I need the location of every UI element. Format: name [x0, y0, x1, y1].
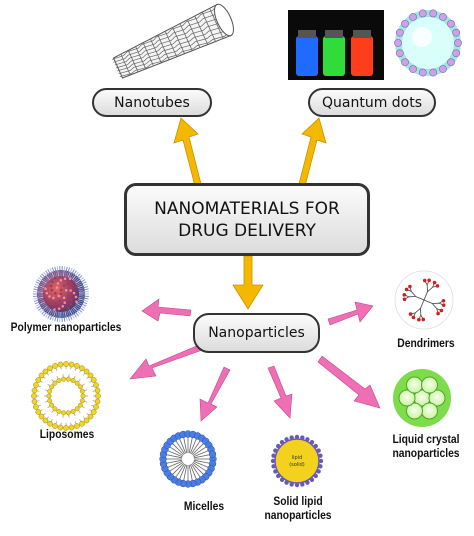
arrow-to-micelles [199, 366, 231, 422]
arrow-to-liquid-crystal [317, 355, 381, 409]
qd-vial-red [351, 36, 373, 76]
dendrimer-illustration [394, 270, 454, 330]
main-title-box: NANOMATERIALS FOR DRUG DELIVERY [124, 183, 370, 256]
arrow-to-polymer [141, 298, 192, 322]
arrow-to-nanoparticles [232, 255, 264, 310]
solid-lipid-core-sublabel: (solid) [289, 462, 305, 468]
liquid-crystal-label-line2: nanoparticles [392, 446, 460, 460]
solid-lipid-label: Solid lipid nanoparticles [255, 494, 341, 522]
solid-lipid-label-line2: nanoparticles [264, 508, 332, 522]
arrow-to-nanotubes [173, 117, 202, 187]
quantum-dots-box: Quantum dots [308, 88, 436, 117]
liposomes-label: Liposomes [39, 427, 95, 441]
polymer-nanoparticles-label: Polymer nanoparticles [10, 320, 122, 334]
solid-lipid-nanoparticle-illustration: lipid (solid) [270, 434, 324, 488]
quantum-dots-label: Quantum dots [321, 94, 423, 111]
arrow-to-solid-lipid [267, 365, 293, 419]
nanotube-illustration [111, 3, 234, 79]
solid-lipid-core-label: lipid [292, 455, 303, 461]
nanoparticles-box: Nanoparticles [193, 313, 320, 353]
micelles-label: Micelles [183, 499, 225, 513]
nanotubes-label: Nanotubes [114, 94, 190, 111]
qd-vial-blue [296, 36, 318, 76]
micelle-illustration [159, 430, 217, 488]
liquid-crystal-label-line1: Liquid crystal [392, 432, 460, 446]
liposome-illustration [31, 361, 101, 431]
dendrimers-label: Dendrimers [397, 336, 455, 350]
nanoparticles-label: Nanoparticles [208, 325, 305, 341]
nanotubes-box: Nanotubes [92, 88, 212, 117]
arrow-to-dendrimers [327, 301, 374, 326]
liquid-crystal-label: Liquid crystal nanoparticles [385, 432, 468, 460]
liquid-crystal-nanoparticle-illustration [393, 369, 451, 427]
quantum-dot-sphere-illustration [394, 9, 462, 77]
polymer-nanoparticle-illustration [33, 266, 89, 322]
main-title-line2: DRUG DELIVERY [178, 220, 316, 241]
solid-lipid-label-line1: Solid lipid [273, 494, 323, 508]
qd-vial-green [323, 36, 345, 76]
arrow-to-quantum-dots [298, 117, 327, 187]
main-title-line1: NANOMATERIALS FOR [154, 198, 340, 219]
quantum-dots-photo [288, 10, 384, 80]
